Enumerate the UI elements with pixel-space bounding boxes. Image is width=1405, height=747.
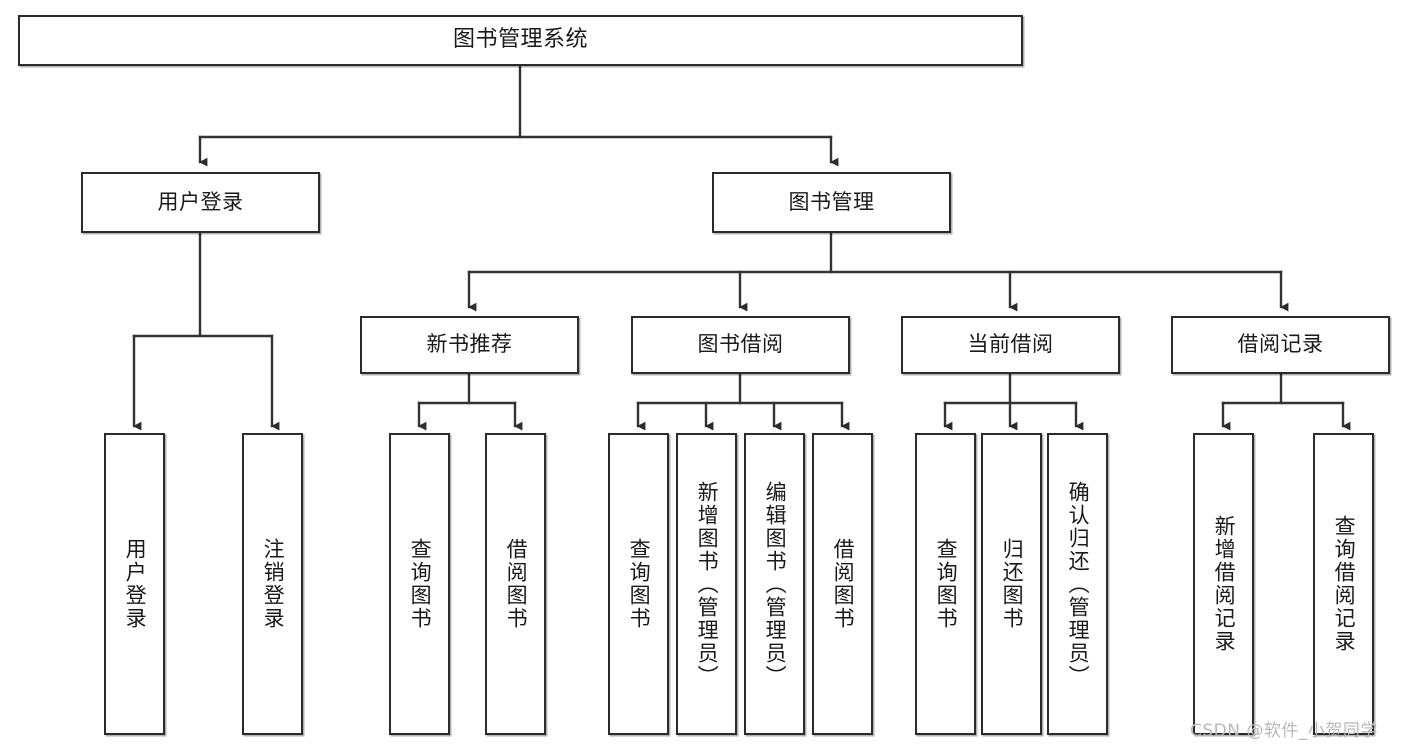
node-label: 用户登录 xyxy=(157,189,244,214)
node-label: 图书管理系统 xyxy=(452,27,588,53)
leaf-user-login-logout[interactable]: 注销登录 xyxy=(242,433,303,735)
node-current-borrow[interactable]: 当前借阅 xyxy=(901,316,1120,374)
node-label: 图书管理 xyxy=(788,189,875,214)
leaf-borrow-edit-book-admin[interactable]: 编辑图书（管理员） xyxy=(744,433,805,735)
leaf-record-query-record[interactable]: 查询借阅记录 xyxy=(1313,433,1374,735)
node-root-book-management-system[interactable]: 图书管理系统 xyxy=(18,15,1023,66)
node-label: 确认归还（管理员） xyxy=(1066,480,1091,688)
node-label: 归还图书 xyxy=(1000,538,1025,630)
leaf-current-return-book[interactable]: 归还图书 xyxy=(981,433,1042,735)
node-label: 查询借阅记录 xyxy=(1332,515,1357,653)
node-label: 借阅记录 xyxy=(1237,332,1324,357)
leaf-user-login-login[interactable]: 用户登录 xyxy=(104,433,165,735)
node-label: 用户登录 xyxy=(123,538,148,630)
leaf-current-query-book[interactable]: 查询图书 xyxy=(915,433,976,735)
node-label: 注销登录 xyxy=(261,538,286,630)
node-label: 查询图书 xyxy=(934,538,959,630)
node-user-login[interactable]: 用户登录 xyxy=(81,172,320,233)
node-label: 新书推荐 xyxy=(426,332,513,357)
leaf-borrow-add-book-admin[interactable]: 新增图书（管理员） xyxy=(676,433,737,735)
leaf-recommend-query-book[interactable]: 查询图书 xyxy=(389,433,450,735)
node-borrow-record[interactable]: 借阅记录 xyxy=(1171,316,1390,374)
node-label: 新增借阅记录 xyxy=(1212,515,1237,653)
node-label: 查询图书 xyxy=(627,538,652,630)
node-book-borrow[interactable]: 图书借阅 xyxy=(631,316,850,374)
node-label: 图书借阅 xyxy=(697,332,784,357)
node-new-book-recommend[interactable]: 新书推荐 xyxy=(360,316,579,374)
node-label: 新增图书（管理员） xyxy=(695,480,720,688)
leaf-record-add-record[interactable]: 新增借阅记录 xyxy=(1193,433,1254,735)
node-book-management[interactable]: 图书管理 xyxy=(712,172,951,233)
node-label: 借阅图书 xyxy=(504,538,529,630)
leaf-borrow-borrow-book[interactable]: 借阅图书 xyxy=(812,433,873,735)
node-label: 当前借阅 xyxy=(967,332,1054,357)
leaf-recommend-borrow-book[interactable]: 借阅图书 xyxy=(485,433,546,735)
node-label: 查询图书 xyxy=(408,538,433,630)
node-label: 编辑图书（管理员） xyxy=(763,480,788,688)
csdn-watermark: CSDN @软件_小贺同学 xyxy=(1190,721,1378,741)
leaf-current-confirm-return-admin[interactable]: 确认归还（管理员） xyxy=(1047,433,1108,735)
node-label: 借阅图书 xyxy=(831,538,856,630)
leaf-borrow-query-book[interactable]: 查询图书 xyxy=(608,433,669,735)
